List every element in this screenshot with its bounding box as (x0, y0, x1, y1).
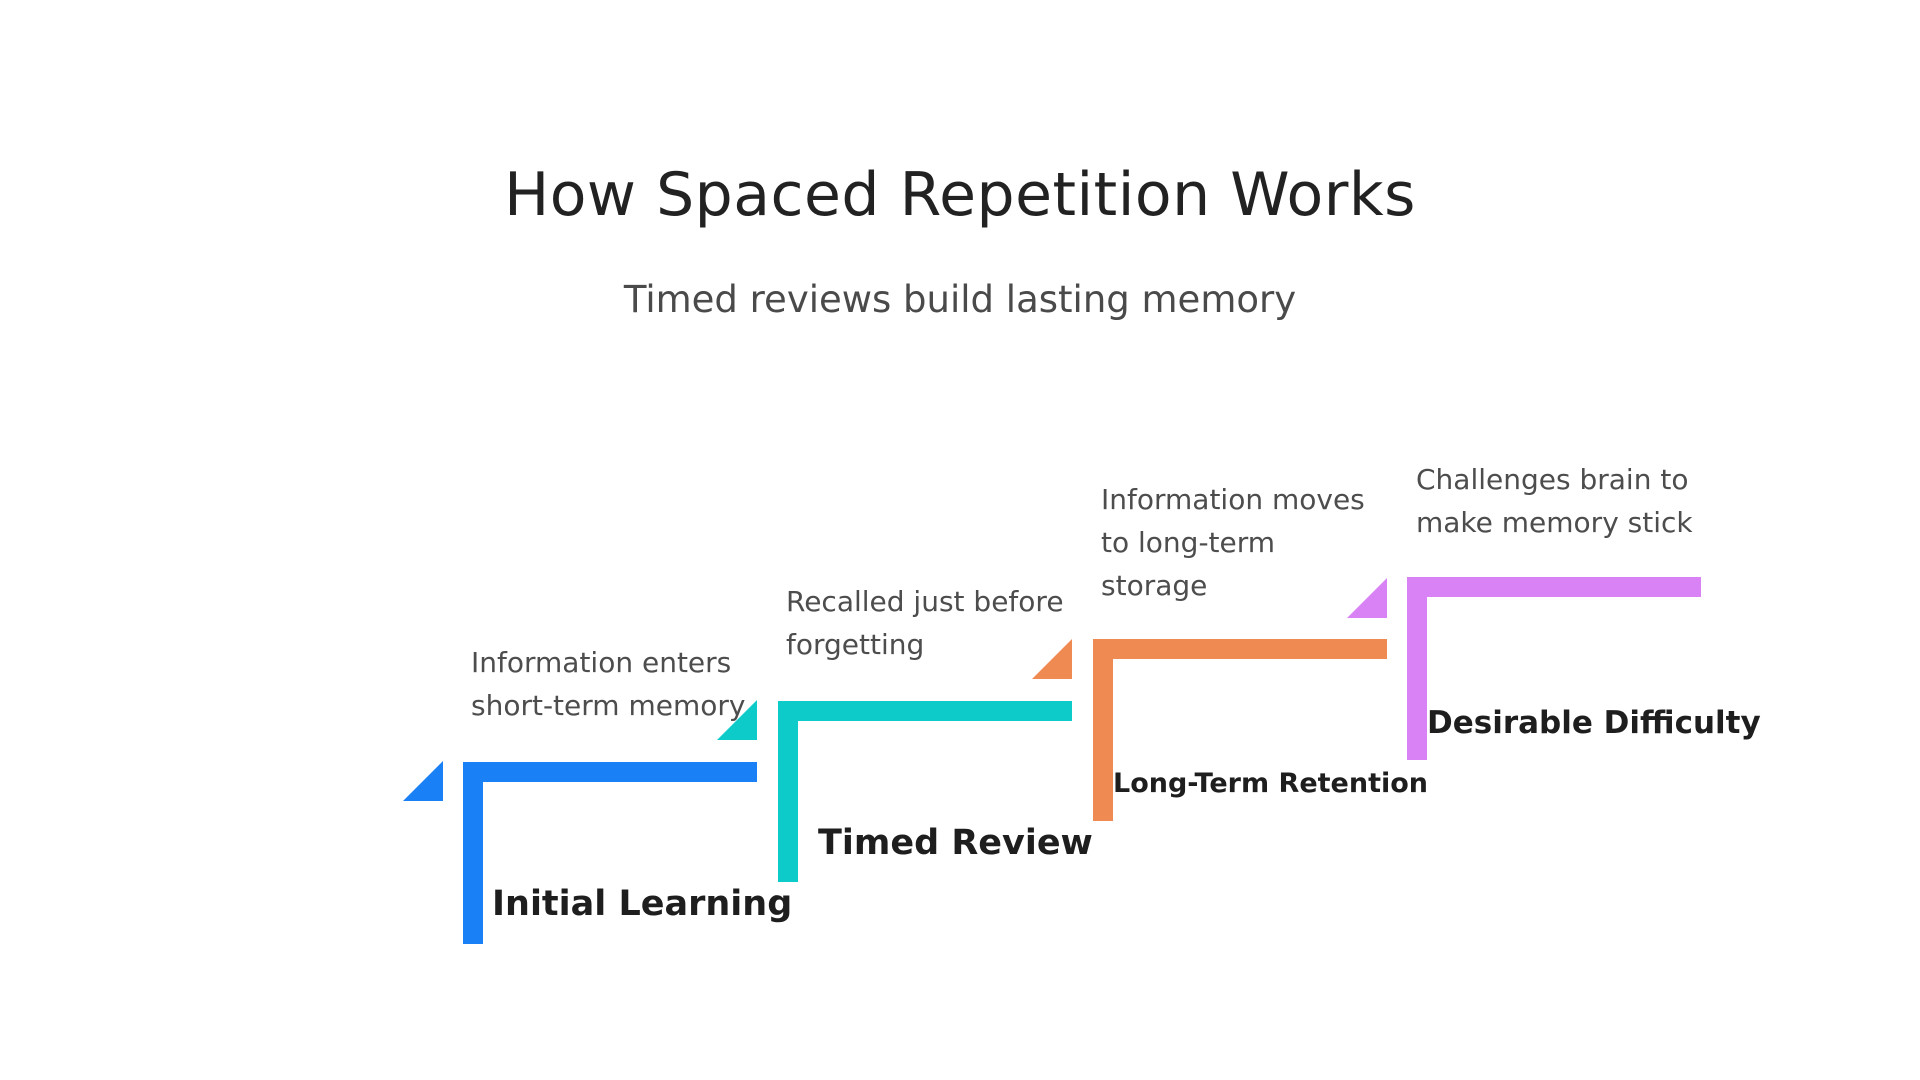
step-timed-review-description: Recalled just before forgetting (786, 580, 1064, 666)
step-description-line: storage (1101, 569, 1208, 602)
step-long-term-retention-description: Information moves to long-term storage (1101, 478, 1365, 607)
step-description-line: Challenges brain to (1416, 463, 1689, 496)
diagram-title: How Spaced Repetition Works (504, 160, 1416, 230)
step-timed-review-label: Timed Review (818, 823, 1093, 863)
step-3-vertical-bar (1093, 639, 1113, 821)
step-description-line: Recalled just before (786, 585, 1064, 618)
step-long-term-retention-shape (1032, 639, 1387, 821)
step-4-vertical-bar (1407, 577, 1427, 760)
step-desirable-difficulty-label: Desirable Difficulty (1427, 705, 1761, 741)
step-initial-learning-description: Information enters short-term memory (471, 641, 745, 727)
step-description-line: short-term memory (471, 689, 746, 722)
step-timed-review-shape (717, 700, 1072, 882)
step-description-line: Information moves (1101, 483, 1365, 516)
step-1-corner-triangle (403, 761, 443, 801)
step-initial-learning-label: Initial Learning (492, 884, 793, 924)
step-2-corner-triangle (717, 700, 757, 740)
step-3-horizontal-bar (1093, 639, 1387, 659)
step-3-corner-triangle (1032, 639, 1072, 679)
step-description-line: Information enters (471, 646, 732, 679)
step-description-line: make memory stick (1416, 506, 1693, 539)
step-2-horizontal-bar (778, 701, 1072, 721)
step-desirable-difficulty-shape (1347, 577, 1701, 760)
step-initial-learning-shape (403, 761, 757, 944)
step-4-corner-triangle (1347, 578, 1387, 618)
step-description-line: forgetting (786, 628, 925, 661)
step-4-horizontal-bar (1407, 577, 1701, 597)
step-1-vertical-bar (463, 762, 483, 944)
step-desirable-difficulty-description: Challenges brain to make memory stick (1416, 458, 1693, 544)
step-description-line: to long-term (1101, 526, 1276, 559)
diagram-subtitle: Timed reviews build lasting memory (623, 278, 1297, 321)
step-long-term-retention-label: Long-Term Retention (1113, 768, 1429, 799)
step-1-horizontal-bar (463, 762, 757, 782)
step-2-vertical-bar (778, 701, 798, 882)
